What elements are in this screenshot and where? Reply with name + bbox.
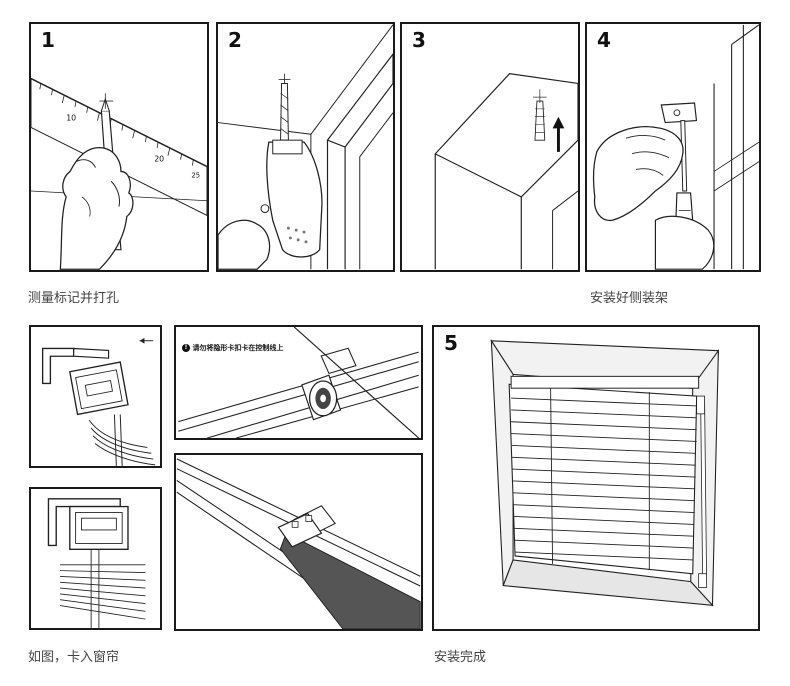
clip-locked-illustration (47, 498, 146, 628)
rail-clip-illustration (176, 458, 421, 629)
control-line-illustration (178, 327, 420, 438)
clip-locked-panel (29, 487, 162, 630)
caption-done: 安装完成 (434, 650, 487, 665)
step-number: 2 (228, 28, 242, 52)
anchor-illustration (434, 73, 578, 270)
clip-attach-panel (29, 325, 162, 468)
step-number: 4 (597, 28, 611, 52)
step-5-panel: 5 (432, 325, 760, 631)
step-number: 5 (444, 331, 458, 355)
ruler-label-25: 25 (191, 171, 200, 179)
step-number: 3 (412, 28, 426, 52)
warning-message: 请勿将隐形卡扣卡在控制线上 (192, 344, 284, 352)
step-number: 1 (41, 28, 55, 52)
caption-clip: 如图，卡入窗帘 (28, 650, 120, 665)
warning-panel: ! 请勿将隐形卡扣卡在控制线上 (174, 325, 423, 440)
rail-clip-panel (174, 453, 423, 631)
step-4-panel: 4 (585, 22, 761, 272)
step-2-panel: 2 (216, 22, 395, 272)
bracket-install-illustration (592, 24, 759, 270)
finished-blind-illustration (490, 338, 719, 607)
drill-illustration (218, 24, 393, 270)
ruler-label-20: 20 (154, 155, 164, 164)
step-1-panel: 10 20 25 1 (29, 22, 209, 272)
step-3-panel: 3 (400, 22, 580, 272)
warning-text: ! 请勿将隐形卡扣卡在控制线上 (182, 343, 283, 353)
measure-illustration: 10 20 25 (31, 77, 207, 270)
caption-bracket: 安装好侧装架 (590, 291, 669, 306)
caption-measure: 测量标记并打孔 (28, 291, 120, 306)
warning-icon: ! (182, 344, 190, 352)
clip-attach-illustration (41, 337, 156, 466)
ruler-label-10: 10 (66, 114, 76, 123)
